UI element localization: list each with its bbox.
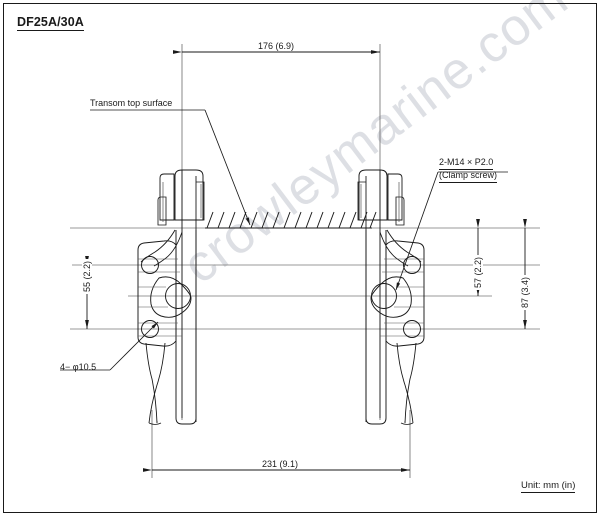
hole-spec-text: 4− φ10.5 [60,362,97,372]
hole-lower-left [141,320,159,338]
clamp-screw-label: 2-M14 × P2.0 (Clamp screw) [439,157,498,183]
transom-label: Transom top surface [90,98,172,110]
dim-label-bottom-width: 231 (9.1) [260,459,301,469]
center-lines [70,227,540,330]
clamp-screw-spec-text: 2-M14 × P2.0 [439,157,494,170]
right-clamp-bracket [357,169,425,425]
dim-label-top-width: 176 (6.9) [256,41,297,51]
pivot-hole-right [371,283,397,309]
extension-lines [151,44,411,478]
hole-lower-right [403,320,421,338]
left-bracket-holes [141,256,191,338]
hole-upper-right [403,256,421,274]
dim-label-right-inner: 57 (2.2) [473,254,483,290]
page-title: DF25A/30A [17,15,84,31]
transom-label-text: Transom top surface [90,98,173,108]
clamp-screw-name-text: (Clamp screw) [439,170,498,183]
hole-upper-left [141,256,159,274]
hole-spec-label: 4− φ10.5 [60,362,96,374]
dim-label-right-outer: 87 (3.4) [520,274,530,310]
right-bracket-holes [371,256,421,338]
dim-label-left-height: 55 (2.2) [82,258,92,294]
transom-hatching [205,211,377,229]
pivot-hole-left [165,283,191,309]
left-clamp-bracket [137,169,205,425]
unit-note: Unit: mm (in) [521,480,576,493]
leader-lines [60,109,508,371]
